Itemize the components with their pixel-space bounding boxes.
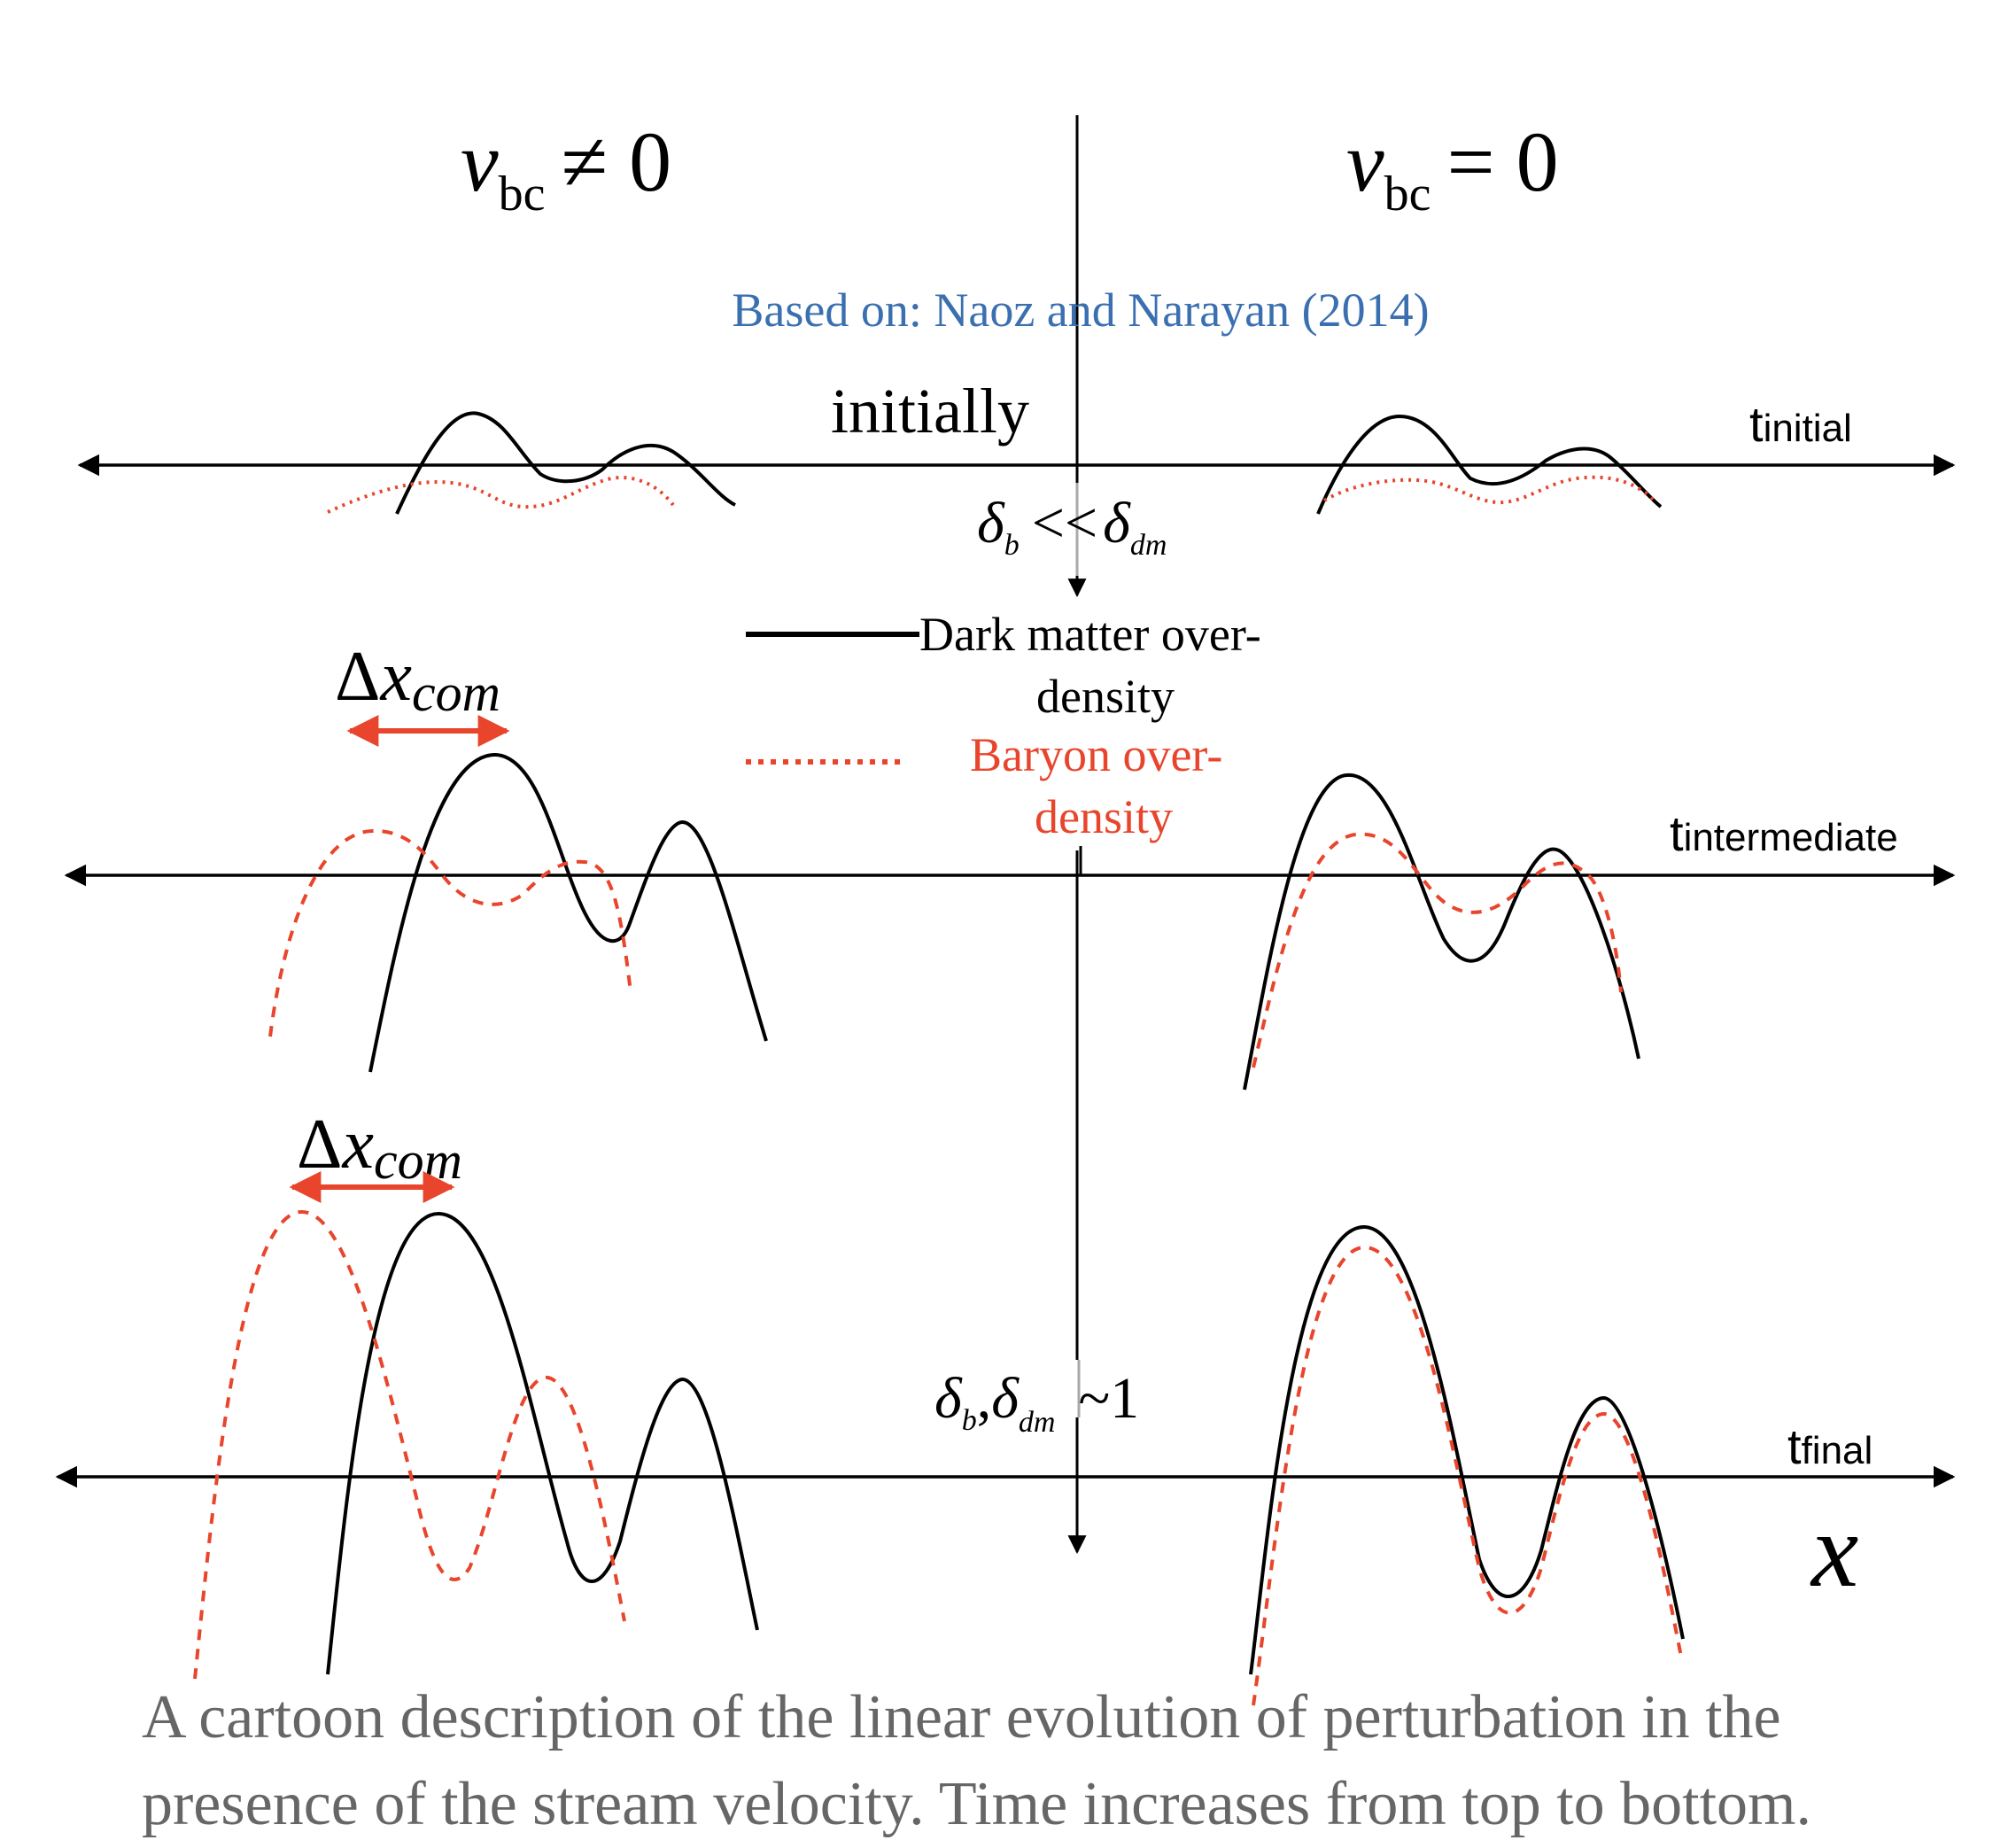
- time-label-final: tfinal: [1787, 1418, 1873, 1474]
- shift-label-intermediate: Δxcom: [335, 638, 500, 722]
- baryon-curve-right-final: [1252, 1245, 1683, 1706]
- baryon-curve-left-initial: [327, 476, 675, 514]
- baryon-curve-left-final: [193, 1209, 626, 1680]
- dark-matter-curve-right-intermediate: [1243, 773, 1640, 1091]
- dark-matter-curve-right-final: [1249, 1224, 1685, 1675]
- relation-initial: δb<<δdm: [977, 491, 1167, 562]
- figure-caption: A cartoon description of the linear evol…: [142, 1674, 1984, 1848]
- dark-matter-curve-right-initial: [1316, 414, 1663, 515]
- caption-line-1: A cartoon description of the linear evol…: [142, 1683, 1781, 1751]
- caption-line-2: presence of the stream velocity. Time in…: [142, 1770, 1812, 1838]
- legend-baryon-line1: Baryon over-: [970, 728, 1222, 781]
- attribution-text: Based on: Naoz and Narayan (2014): [732, 283, 1429, 337]
- dark-matter-curve-left-initial: [395, 411, 736, 515]
- dark-matter-curve-left-final: [326, 1211, 759, 1675]
- legend-baryon-line2: density: [1035, 790, 1173, 843]
- legend-background: [726, 611, 1338, 850]
- x-axis-label: x: [1810, 1491, 1858, 1609]
- shift-label-final: Δxcom: [297, 1106, 462, 1190]
- legend-dark-matter-line1: Dark matter over-: [919, 608, 1261, 661]
- relation-final: δb,δdm~1: [934, 1366, 1139, 1439]
- baryon-curve-left-intermediate: [268, 828, 632, 1037]
- header-left: vbc≠ 0: [461, 114, 671, 221]
- relation-initial-background: [974, 483, 1231, 561]
- header-right: vbc= 0: [1346, 114, 1559, 221]
- legend-dark-matter-line2: density: [1036, 670, 1175, 723]
- dark-matter-curve-left-intermediate: [368, 752, 768, 1073]
- time-label-intermediate: tintermediate: [1670, 805, 1898, 861]
- stage-label-initially: initially: [831, 376, 1029, 446]
- baryon-curve-right-initial: [1322, 475, 1658, 505]
- baryon-curve-right-intermediate: [1252, 832, 1623, 1068]
- time-label-initial: tinitial: [1749, 396, 1852, 452]
